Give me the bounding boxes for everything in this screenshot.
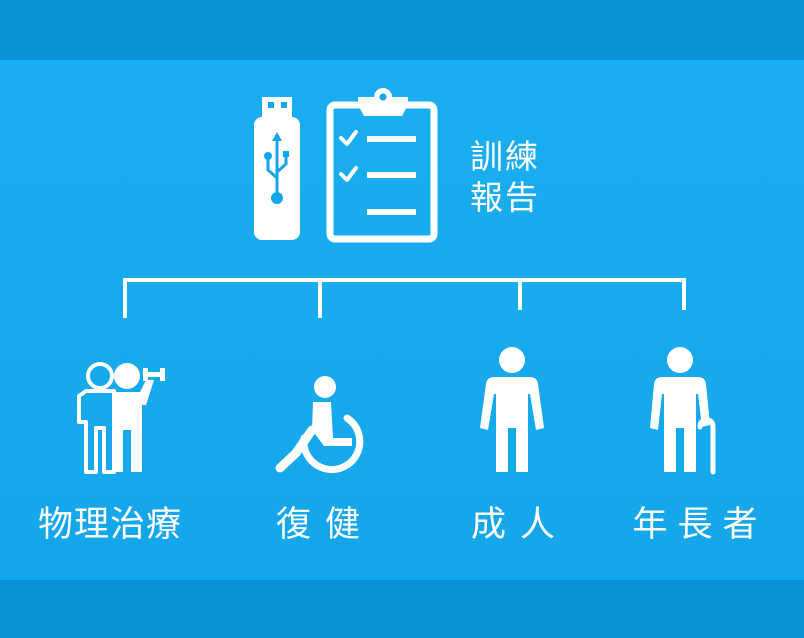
category-label-elderly: 年長者 [632,505,768,545]
tree-connector [123,278,686,318]
bottom-band [0,580,804,638]
training-report-label: 訓練 報告 [470,136,560,218]
category-label-rehab: 復健 [275,505,374,545]
top-band [0,0,804,60]
physiotherapy-icon [77,362,165,474]
report-label-line2: 報告 [470,178,540,217]
elderly-person-cane-icon [650,347,716,475]
category-label-physiotherapy: 物理治療 [37,505,182,545]
category-label-adult: 成人 [470,505,569,545]
diagram-panel [0,60,804,580]
usb-drive-icon [254,97,300,240]
wheelchair-icon [275,376,364,473]
adult-person-icon [480,347,544,472]
clipboard-checklist-icon [326,88,438,243]
report-label-line1: 訓練 [470,137,540,176]
